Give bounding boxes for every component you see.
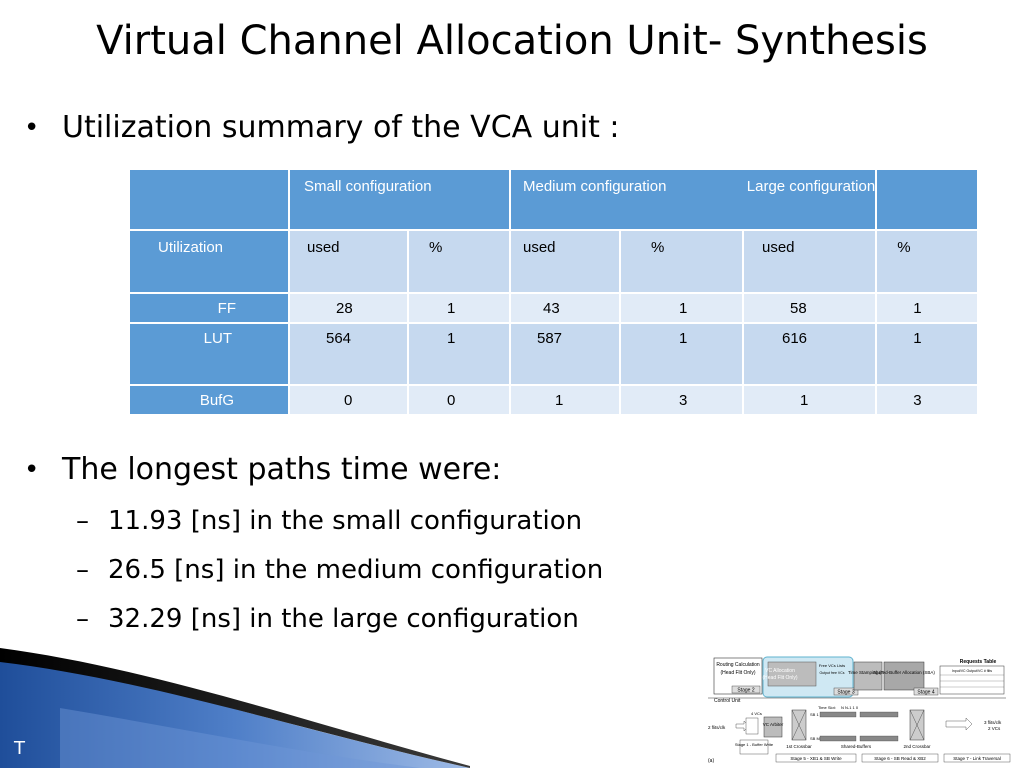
stage2-label: Stage 2	[737, 688, 754, 694]
time-stamping-block	[853, 661, 883, 691]
bullet-dot: •	[24, 455, 40, 485]
requests-table-columns: Input/VC Output/VC # flits	[952, 669, 992, 673]
two-vcs-label: 2 VCs	[988, 726, 1001, 731]
row-label-bufg: BufG	[128, 384, 290, 416]
bullet-dot: •	[24, 113, 40, 143]
bullet-longest-paths-text: The longest paths time were:	[62, 452, 502, 487]
sub-bullet-medium-text: 26.5 [ns] in the medium configuration	[108, 555, 604, 585]
sub-bullet-medium: – 26.5 [ns] in the medium configuration	[76, 555, 603, 585]
lut-medium-used: 587	[509, 322, 621, 386]
ff-medium-pct: 1	[619, 292, 744, 324]
stage6-label: Stage 6 - SB Read & XB2	[874, 756, 926, 761]
sub-bullet-large: – 32.29 [ns] in the large configuration	[76, 604, 579, 634]
row-label-header: Utilization	[128, 229, 290, 294]
stage7-label: Stage 7 - Link Traversal	[953, 756, 1001, 761]
subheader-large-pct: %	[875, 229, 980, 294]
vc-alloc-text: VC Allocation	[765, 668, 795, 674]
free-vcs-text: Free VCs Lists	[819, 663, 845, 668]
vc-arbiter-text: VC Arbiter	[763, 722, 784, 727]
lut-small-pct: 1	[407, 322, 511, 386]
three-flits-label: 3 flits/clk	[984, 720, 1002, 725]
output-vc-text: Output free VCs	[819, 671, 844, 675]
sbm-label: SB M	[810, 736, 820, 741]
ff-large-used: 58	[741, 292, 878, 324]
subheader-medium-used: used	[509, 229, 621, 294]
vc-arbiter-block	[763, 716, 783, 738]
subheader-small-pct: %	[407, 229, 511, 294]
sba-text: Shared-Buffer Allocation (SBA)	[873, 670, 935, 675]
subheader-small-used: used	[288, 229, 409, 294]
sba-block	[883, 661, 925, 691]
routing-sub-text: (Head Flit Only)	[720, 670, 755, 676]
time-slot-values: N N-1 1 0	[841, 705, 859, 710]
bufg-medium-used: 1	[509, 384, 621, 416]
vc-allocation-block	[767, 661, 817, 687]
sub-bullet-small: – 11.93 [ns] in the small configuration	[76, 506, 582, 536]
header-small-config: Small configuration	[288, 168, 511, 231]
four-vcs-label: 4 VCs	[751, 711, 762, 716]
crossbar1-label: 1st Crossbar	[786, 744, 812, 749]
sub-bullet-large-text: 32.29 [ns] in the large configuration	[108, 604, 579, 634]
utilization-table: Small configuration Medium configuration…	[128, 168, 980, 416]
crossbar2-label: 2nd Crossbar	[903, 744, 931, 749]
sub-bullet-small-text: 11.93 [ns] in the small configuration	[108, 506, 583, 536]
control-unit-label: Control Unit	[714, 698, 741, 704]
dash-marker: –	[76, 604, 89, 634]
subheader-large-used: used	[741, 229, 878, 294]
subheader-medium-pct: %	[619, 229, 744, 294]
bufg-medium-pct: 3	[619, 384, 744, 416]
sb1-label: SB 1	[810, 712, 819, 717]
footer-mark: T	[14, 738, 25, 759]
dash-marker: –	[76, 555, 89, 585]
lut-large-used: 616	[741, 322, 878, 386]
stage4-label: Stage 4	[917, 690, 934, 696]
ff-small-used: 28	[288, 292, 409, 324]
requests-table-grid	[939, 665, 1005, 695]
ff-large-pct: 1	[875, 292, 980, 324]
panel-label: (a)	[708, 758, 714, 764]
time-stamping-text: Time Stamping (TS)	[848, 670, 889, 675]
dash-marker: –	[76, 506, 89, 536]
table-corner-cell	[128, 168, 290, 231]
header-large-config: Large configuration	[746, 178, 876, 195]
slide-title: Virtual Channel Allocation Unit- Synthes…	[96, 18, 928, 64]
bufg-large-used: 1	[741, 384, 878, 416]
header-medium-large: Medium configuration Large configuration	[508, 168, 878, 231]
two-flits-label: 2 flits/clk	[708, 725, 726, 730]
bufg-large-pct: 3	[875, 384, 980, 416]
row-label-lut: LUT	[128, 322, 290, 386]
ff-small-pct: 1	[407, 292, 511, 324]
requests-table-title: Requests Table	[960, 659, 997, 665]
bullet-utilization-text: Utilization summary of the VCA unit :	[62, 110, 620, 145]
shared-buffers-label: Shared-Buffers	[841, 744, 872, 749]
bufg-small-pct: 0	[407, 384, 511, 416]
header-medium-config: Medium configuration	[523, 178, 667, 195]
bullet-utilization: • Utilization summary of the VCA unit :	[24, 108, 619, 148]
row-label-ff: FF	[128, 292, 290, 324]
bufg-small-used: 0	[288, 384, 409, 416]
lut-small-used: 564	[288, 322, 409, 386]
router-architecture-diagram: Routing Calculation (Head Flit Only) Sta…	[708, 656, 1011, 764]
lut-medium-pct: 1	[619, 322, 744, 386]
lut-large-pct: 1	[875, 322, 980, 386]
stage5-label: Stage 5 - XB1 & SB Write	[790, 756, 842, 761]
header-blank	[875, 168, 980, 231]
stage1-label: Stage 1 - Buffer Write	[735, 742, 774, 747]
routing-text: Routing Calculation	[716, 662, 760, 668]
vc-alloc-sub-text: (Head Flit Only)	[762, 675, 797, 681]
ff-medium-used: 43	[509, 292, 621, 324]
time-slot-label: Time Slot:	[818, 705, 836, 710]
bullet-longest-paths: • The longest paths time were:	[24, 450, 501, 490]
stage3-label: Stage 3	[837, 690, 854, 696]
corner-swoosh-decoration	[0, 648, 470, 768]
